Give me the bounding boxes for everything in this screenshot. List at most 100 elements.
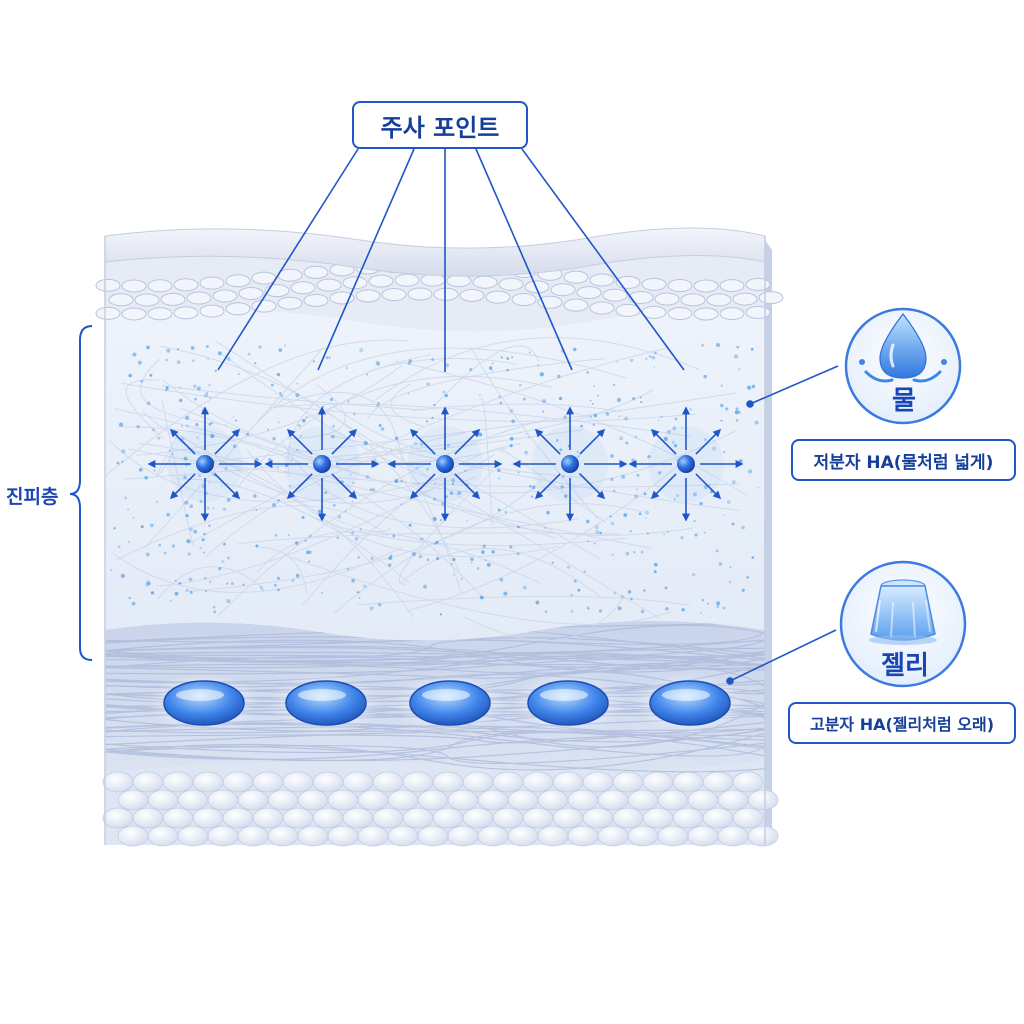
water-dot [644,517,647,520]
dermis-label: 진피층 [6,486,59,508]
water-dot [692,492,697,497]
water-dot [218,567,222,571]
collagen-fiber [161,398,195,546]
epidermis-cell [160,292,186,306]
epidermis-cell [303,265,329,279]
collagen-fiber [236,375,552,489]
fat-cell [507,825,539,847]
epidermis-cell [719,279,745,293]
fat-cell [447,789,479,811]
fat-cell [597,825,629,847]
high-molecular-ha-label: 고분자 HA(젤리처럼 오래) [788,702,1016,744]
fat-cell [102,771,134,793]
water-dot [201,409,205,413]
water-dot [634,435,638,439]
water-dot [535,600,540,605]
fat-cell [552,771,584,793]
water-dot [166,512,171,517]
water-dot [699,611,703,614]
water-dot [136,424,140,429]
water-dot [610,521,615,526]
water-dot [651,355,656,360]
fat-cell [312,807,344,829]
water-dot [599,531,602,535]
water-dot [117,545,121,549]
fat-cell [132,771,164,793]
fat-cell [567,825,599,847]
epidermis-cell [251,271,277,285]
fat-cell [207,825,239,847]
water-dot [370,556,375,561]
fat-cell [117,789,149,811]
water-dot [212,605,216,609]
water-dot [190,346,195,350]
water-dot [146,345,150,350]
label-connectors [726,365,839,685]
water-dot [653,366,656,368]
water-dot [621,474,626,479]
fat-cell [387,789,419,811]
water-dot [226,599,231,604]
water-dot [748,469,753,474]
epidermis-cell [524,280,550,294]
water-dot [630,597,633,600]
fat-cell [477,825,509,847]
water-dot [144,475,148,480]
water-dot [551,561,554,564]
water-dot [247,352,251,356]
water-dot [140,525,144,529]
gel-deposit [270,673,382,733]
water-dot [163,551,167,555]
water-dot [181,425,184,427]
water-dot [296,382,299,385]
water-dot [171,453,174,456]
epidermis-cell [199,276,225,290]
water-dot [295,573,300,578]
epidermis-cell [251,299,277,313]
water-dot [563,415,567,419]
fat-cell [477,789,509,811]
water-dot [271,502,277,508]
water-dot [583,570,586,573]
water-dot [222,507,227,511]
water-dot [482,544,486,548]
fat-cell [177,825,209,847]
water-dot [433,497,436,501]
collagen-fiber [113,408,556,539]
water-dot [276,466,279,469]
jelly-caption: 젤리 [881,651,929,681]
water-dot [499,401,503,405]
water-dot [528,436,531,439]
injection-dot [436,455,454,473]
water-dot [178,581,182,585]
water-dot [168,449,171,452]
spread-point [512,406,628,522]
fat-cell [657,825,689,847]
water-dot [451,482,455,485]
fat-cell [147,825,179,847]
water-dot [337,515,342,519]
water-dot [589,399,592,402]
water-dot [234,419,237,422]
water-dot [586,371,589,374]
water-dot [610,454,614,458]
collagen-fiber [161,385,425,411]
fat-cell [282,771,314,793]
water-dot [718,561,723,566]
collagen-fiber [125,379,165,440]
water-dot [663,533,666,536]
water-dot [506,357,510,360]
water-dot [308,534,312,538]
water-dot [351,531,355,535]
epidermis-cell [628,290,654,304]
fat-cell [387,825,419,847]
water-dot [369,488,372,491]
water-dot [390,554,393,557]
water-dot [426,558,430,562]
water-dot [557,374,561,379]
deep-fiber [104,639,766,661]
fat-cell [732,807,764,829]
water-dot [481,550,485,554]
water-dot [279,392,282,395]
water-dot [357,591,360,594]
